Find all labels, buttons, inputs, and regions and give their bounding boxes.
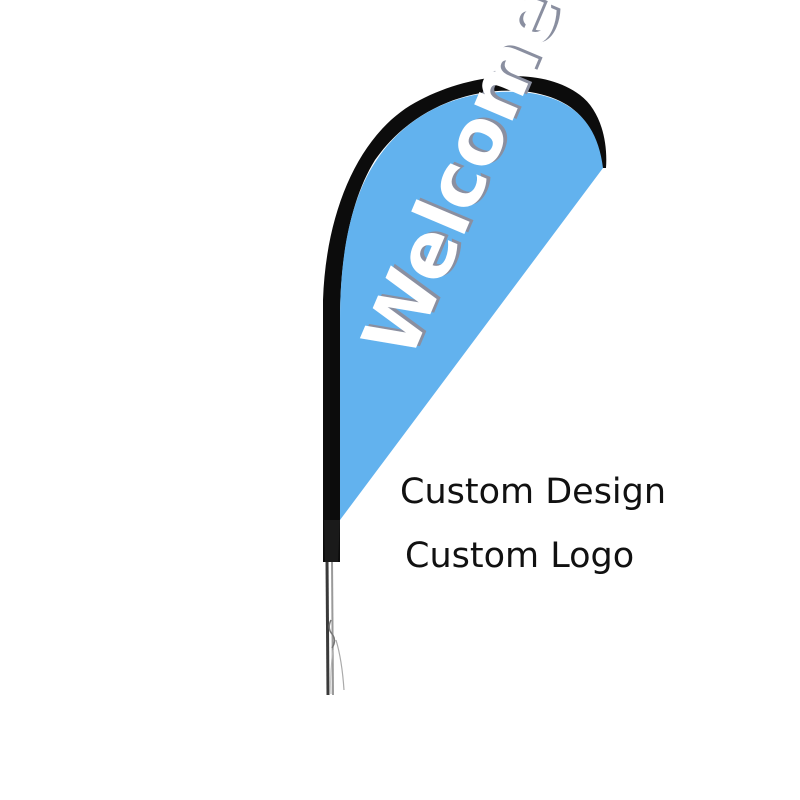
flag-pole-base <box>325 559 345 696</box>
flag-fabric <box>340 91 603 521</box>
caption-custom-logo: Custom Logo <box>405 536 635 576</box>
flag-pole-sleeve <box>323 76 607 562</box>
caption-custom-design: Custom Design <box>400 472 667 512</box>
